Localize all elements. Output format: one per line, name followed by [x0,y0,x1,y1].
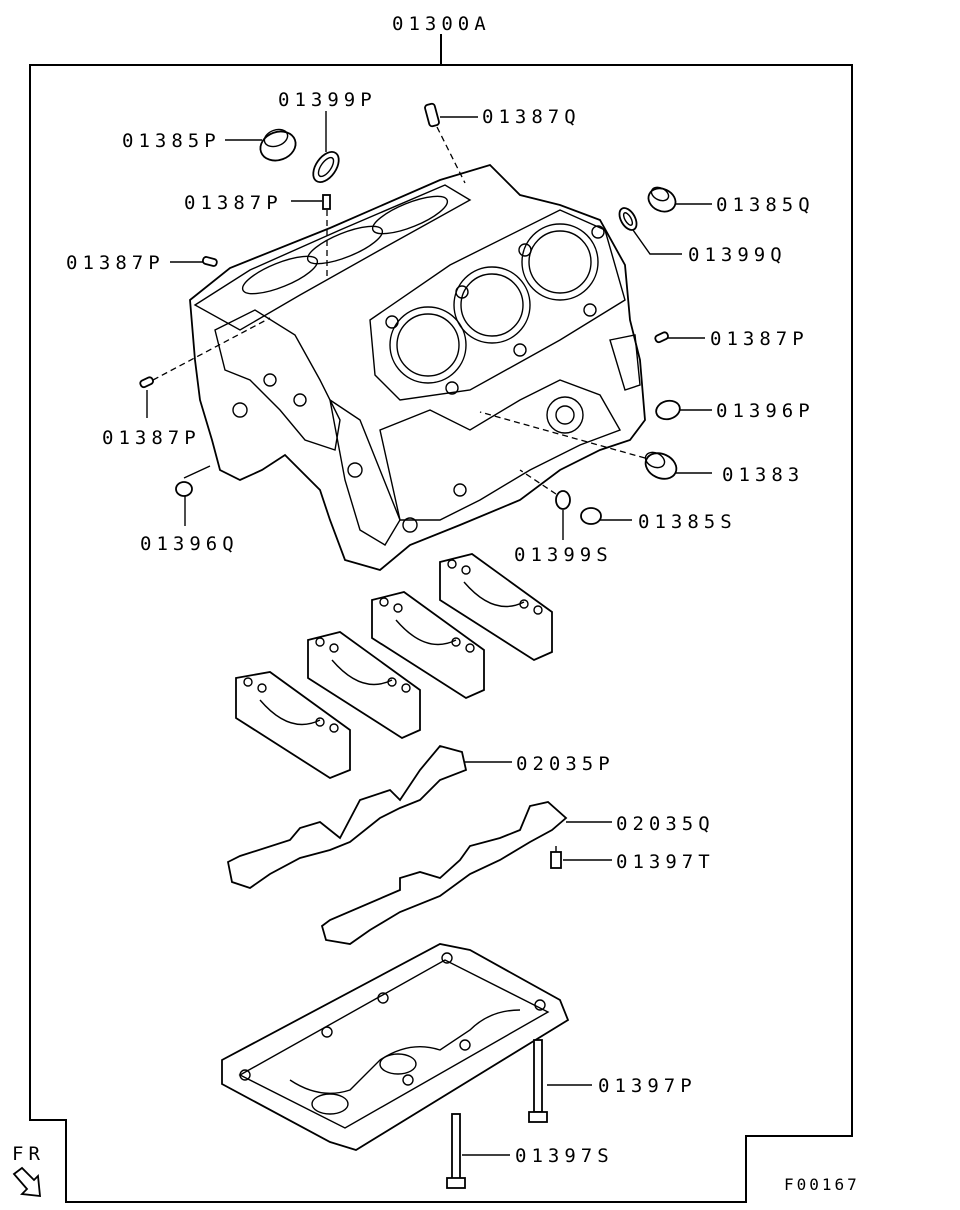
plug-01383 [644,451,678,480]
bearing-caps [235,553,553,780]
pin-01387p-upper [322,194,331,210]
callout-01383: 01383 [722,464,804,486]
o-ring-01399q [618,207,638,231]
callout-01385p: 01385P [122,130,221,152]
bolt-01397s [446,1113,466,1189]
plug-01385p [259,128,297,162]
callout-01387p: 01387P [710,328,809,350]
o-ring-01399s [555,490,571,510]
plug-01385s [580,507,602,525]
o-ring-01399p [312,151,340,183]
engine-block [189,163,646,571]
pin-01387q [424,102,440,128]
callout-01385s: 01385S [638,511,737,533]
callout-01399p: 01399P [278,89,377,111]
callout-01399s: 01399S [514,544,613,566]
callout-02035p: 02035P [516,753,615,775]
plug-01396p [655,399,681,421]
gasket-02035p [226,744,468,889]
front-arrow-icon [12,1166,42,1198]
assembly-label: 01300A [392,13,491,35]
pin-01387p-right [654,331,669,344]
callout-01396p: 01396P [716,400,815,422]
assembly-boundary [29,64,853,1203]
callout-01387q: 01387Q [482,106,581,128]
front-indicator-label: FR [12,1143,45,1165]
callout-01397p: 01397P [598,1075,697,1097]
plug-01385q [647,186,677,213]
callout-01387p: 01387P [66,252,165,274]
pin-01387p-lower [139,376,154,389]
callout-01397s: 01397S [515,1145,614,1167]
pin-01387p-left [201,256,218,267]
callout-01387p: 01387P [102,427,201,449]
callout-02035q: 02035Q [616,813,715,835]
bedplate [221,943,570,1151]
gasket-02035q [320,801,568,945]
callout-01385q: 01385Q [716,194,815,216]
front-arrow-indicator: FR [12,1143,45,1198]
bolt-01397p [528,1039,548,1123]
leader-lines [146,111,712,1156]
callout-01387p: 01387P [184,192,283,214]
callout-01396q: 01396Q [140,533,239,555]
bolt-01397t [550,846,562,869]
callout-01399q: 01399Q [688,244,787,266]
callout-01397t: 01397T [616,851,715,873]
plug-01396q [175,481,193,497]
figure-code: F00167 [784,1175,860,1194]
